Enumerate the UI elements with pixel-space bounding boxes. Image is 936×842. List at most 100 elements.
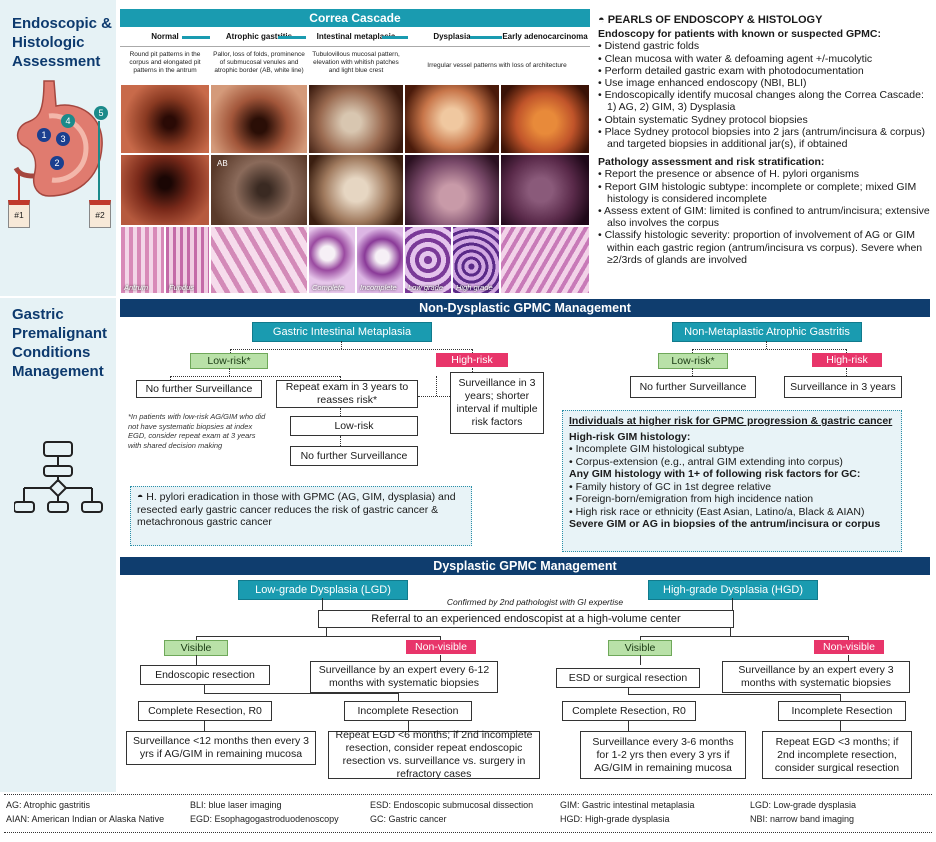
nmag-high-risk: High-risk <box>812 353 882 367</box>
lgd-connector <box>326 628 327 636</box>
risk-h2: Any GIM histology with 1+ of following r… <box>569 468 861 480</box>
abbr-item: NBI: narrow band imaging <box>750 814 855 824</box>
gim-high-risk: High-risk <box>436 353 508 367</box>
stage-dysplasia-desc: Irregular vessel patterns with loss of a… <box>427 62 567 69</box>
abbr-divider <box>4 794 932 795</box>
histo-low-grade: Low grade <box>404 226 452 294</box>
hgd-esd-surgical: ESD or surgical resection <box>556 668 700 688</box>
lgd-surveillance: Surveillance by an expert every 6-12 mon… <box>310 661 498 693</box>
abbr-row-1: AG: Atrophic gastritis BLI: blue laser i… <box>6 800 932 812</box>
abbr-item: BLI: blue laser imaging <box>190 800 282 810</box>
lgd-branch <box>204 693 398 694</box>
histo-antrum: Antrum <box>120 226 165 294</box>
hgd-nonvisible: Non-visible <box>814 640 884 654</box>
stage-normal-label: Normal <box>151 32 179 41</box>
endo-item: Distend gastric folds <box>598 40 930 52</box>
abbr-item: HGD: High-grade dysplasia <box>560 814 670 824</box>
endo-photo-dys-2 <box>404 154 500 226</box>
endo-photo-dys-1 <box>404 84 500 154</box>
hgd-connector <box>628 688 629 694</box>
hgd-complete-resection: Complete Resection, R0 <box>562 701 696 721</box>
lgd-connector <box>408 721 409 731</box>
confirm-note: Confirmed by 2nd pathologist with GI exp… <box>446 597 624 607</box>
cascade-arrow-2 <box>278 36 306 39</box>
marker-2: 2 <box>50 156 64 170</box>
hgd-connector <box>732 598 733 610</box>
gim-loop <box>436 376 437 396</box>
lgd-incomplete-outcome: Repeat EGD <6 months; if 2nd incomplete … <box>328 729 540 780</box>
lgd-connector <box>440 655 441 661</box>
hgd-connector <box>640 636 641 640</box>
nmag-connector <box>846 349 847 353</box>
abbr-divider <box>4 832 932 833</box>
lgd-visible: Visible <box>164 640 228 656</box>
endo-photo-adeno-2 <box>500 154 590 226</box>
stage-gim-desc: Tubulovillous mucosal pattern, elevation… <box>312 51 400 74</box>
clam-icon: ◓ <box>598 14 605 26</box>
gim-low-risk: Low-risk* <box>190 353 268 369</box>
lgd-title: Low-grade Dysplasia (LGD) <box>238 580 408 600</box>
hgd-surveillance: Surveillance by an expert every 3 months… <box>722 661 910 693</box>
jar-1: #1 <box>8 200 30 228</box>
risk-item: Foreign-born/emigration from high incide… <box>569 493 895 506</box>
abbr-item: AG: Atrophic gastritis <box>6 800 91 810</box>
lgd-complete-resection: Complete Resection, R0 <box>138 701 272 721</box>
pearls-panel: ◓ PEARLS OF ENDOSCOPY & HISTOLOGY Endosc… <box>598 14 930 266</box>
hgd-connector <box>848 655 849 661</box>
lgd-incomplete-resection: Incomplete Resection <box>344 701 472 721</box>
endo-photo-adeno-1 <box>500 84 590 154</box>
gim-footnote: *In patients with low-risk AG/GIM who di… <box>128 412 266 450</box>
abbr-item: GC: Gastric cancer <box>370 814 447 824</box>
gim-loop <box>418 396 450 397</box>
nmag-title: Non-Metaplastic Atrophic Gastritis <box>672 322 862 342</box>
marker-1: 1 <box>37 128 51 142</box>
gim-surveillance-3y: Surveillance in 3 years; shorter interva… <box>450 372 544 434</box>
hgd-incomplete-outcome: Repeat EGD <3 months; if 2nd incomplete … <box>762 731 912 779</box>
histo-ag <box>210 226 308 294</box>
gim-connector <box>229 368 230 376</box>
hgd-complete-outcome: Surveillance every 3-6 months for 1-2 yr… <box>580 731 746 779</box>
abbr-item: EGD: Esophagogastroduodenoscopy <box>190 814 339 824</box>
risk-title: Individuals at higher risk for GPMC prog… <box>569 415 893 427</box>
gim-connector <box>170 376 171 380</box>
marker-4: 4 <box>61 114 75 128</box>
stage-ag-desc: Pallor, loss of folds, prominence of sub… <box>213 51 305 74</box>
endo-photo-gim-2 <box>308 154 404 226</box>
hgd-visible: Visible <box>608 640 672 656</box>
nmag-connector <box>692 368 693 376</box>
endo-item: Clean mucosa with water & defoaming agen… <box>598 53 930 65</box>
cascade-title: Correa Cascade <box>120 9 590 27</box>
cascade-arrow-3 <box>382 36 408 39</box>
nmag-surveillance-3y: Surveillance in 3 years <box>784 376 902 398</box>
nmag-no-surveillance: No further Surveillance <box>630 376 756 398</box>
hpylori-box: ◓ H. pylori eradication in those with GP… <box>130 486 472 546</box>
hgd-connector <box>640 655 641 665</box>
risk-item: Incomplete GIM histological subtype <box>569 443 895 456</box>
flowchart-icon <box>14 441 103 513</box>
risk-h1: High-risk GIM histology: <box>569 430 691 443</box>
stage-gim-label: Intestinal metaplasia <box>316 32 396 41</box>
referral-box: Referral to an experienced endoscopist a… <box>318 610 734 628</box>
lgd-branch <box>196 636 440 637</box>
gim-branch <box>170 376 340 377</box>
risk-item: Corpus-extension (e.g., antral GIM exten… <box>569 456 895 469</box>
endo-item: Place Sydney protocol biopsies into 2 ja… <box>598 126 930 150</box>
gim-repeat-exam: Repeat exam in 3 years to reasses risk* <box>276 380 418 408</box>
higher-risk-box: Individuals at higher risk for GPMC prog… <box>562 410 902 552</box>
abbr-item: ESD: Endoscopic submucosal dissection <box>370 800 534 810</box>
histo-fundus: Fundus <box>165 226 210 294</box>
nmag-connector <box>692 349 693 353</box>
path-heading: Pathology assessment and risk stratifica… <box>598 156 825 169</box>
gim-no-surveillance-2: No further Surveillance <box>290 446 418 466</box>
gim-connector <box>341 341 342 349</box>
lgd-connector <box>322 598 323 610</box>
hgd-branch <box>628 694 840 695</box>
path-item: Report the presence or absence of H. pyl… <box>598 168 930 180</box>
histo-adeno <box>500 226 590 294</box>
dysplastic-band: Dysplastic GPMC Management <box>120 557 930 575</box>
risk-item: High risk race or ethnicity (East Asian,… <box>569 506 895 519</box>
pearls-title: ◓ PEARLS OF ENDOSCOPY & HISTOLOGY <box>598 14 823 26</box>
hgd-title: High-grade Dysplasia (HGD) <box>648 580 818 600</box>
lgd-connector <box>196 655 197 665</box>
hgd-connector <box>848 636 849 640</box>
